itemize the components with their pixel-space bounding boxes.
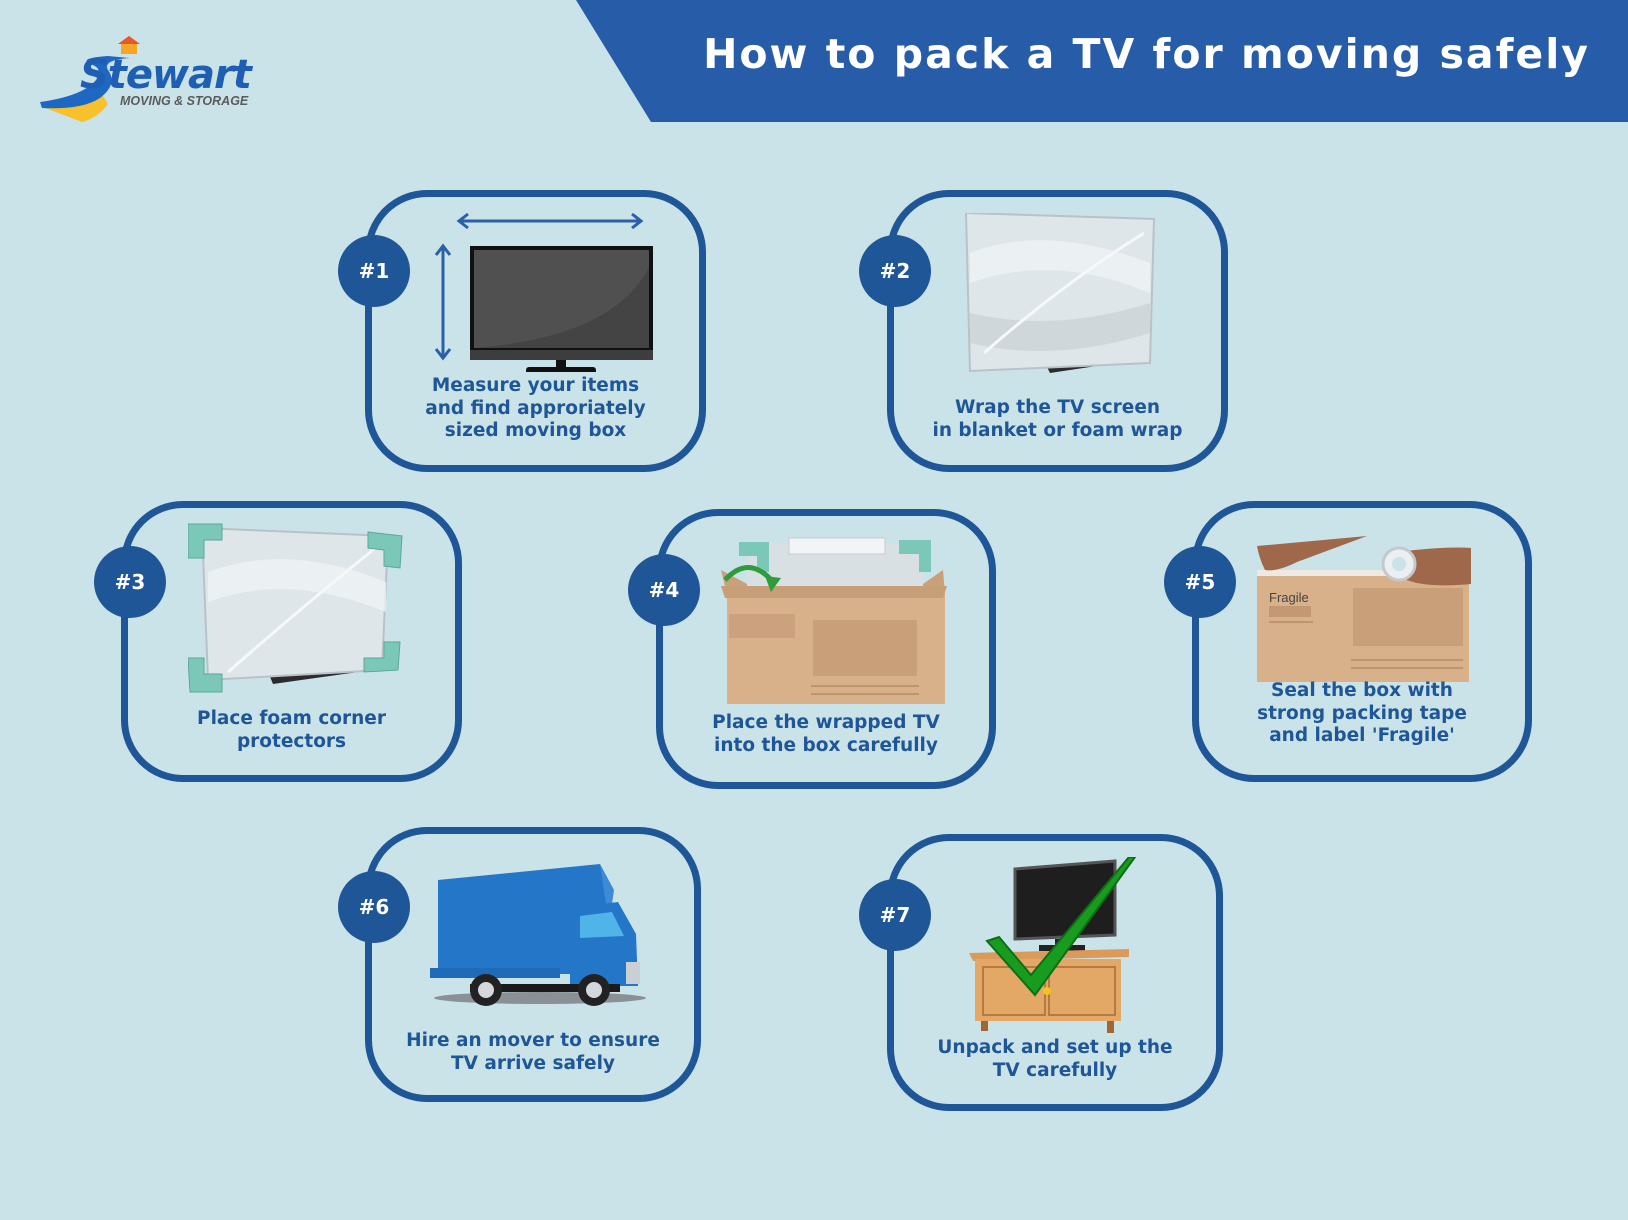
logo-tagline: MOVING & STORAGE (120, 94, 249, 108)
page-title: How to pack a TV for moving safely (703, 30, 1590, 78)
step-badge-1: #1 (338, 235, 410, 307)
seal-box-icon (1257, 536, 1471, 682)
tv-into-box-icon (721, 537, 947, 704)
step-badge-3: #3 (94, 546, 166, 618)
step-caption: Place foam corner protectors (197, 708, 386, 752)
step-card-7: Unpack and set up the TV carefully (887, 834, 1223, 1111)
step-card-4: Place the wrapped TV into the box carefu… (656, 509, 996, 789)
step-badge-2: #2 (859, 235, 931, 307)
step-card-5: Fragile Seal the box with strong packing… (1192, 501, 1532, 782)
fragile-box-label: Fragile (1269, 590, 1309, 605)
tv-measure-icon (434, 212, 653, 372)
step-card-6: Hire an mover to ensure TV arrive safely (365, 827, 701, 1102)
step-caption: Wrap the TV screen in blanket or foam wr… (932, 397, 1183, 441)
moving-truck-icon (430, 864, 646, 1006)
header-banner: How to pack a TV for moving safely (0, 0, 1628, 122)
step-caption: Seal the box with strong packing tape an… (1257, 680, 1467, 746)
step-card-2: Wrap the TV screen in blanket or foam wr… (887, 190, 1228, 472)
step-caption: Place the wrapped TV into the box carefu… (712, 712, 940, 756)
step-caption: Hire an mover to ensure TV arrive safely (406, 1030, 660, 1074)
step-card-3: Place foam corner protectors (121, 501, 462, 782)
step-card-1: Measure your items and find approriately… (365, 190, 706, 472)
step-badge-6: #6 (338, 871, 410, 943)
step-badge-4: #4 (628, 554, 700, 626)
step-badge-5: #5 (1164, 546, 1236, 618)
step-caption: Measure your items and find approriately… (425, 375, 646, 441)
step-caption: Unpack and set up the TV carefully (937, 1037, 1173, 1081)
corner-protectors-icon (188, 523, 403, 693)
tv-checkmark-icon (969, 857, 1137, 1033)
logo-name: Stewart (80, 52, 252, 98)
step-badge-7: #7 (859, 879, 931, 951)
company-logo: Stewart MOVING & STORAGE (38, 36, 278, 126)
logo-swoosh-icon (40, 36, 140, 122)
wrapped-tv-icon (964, 213, 1156, 373)
banner-shape (576, 0, 1628, 122)
